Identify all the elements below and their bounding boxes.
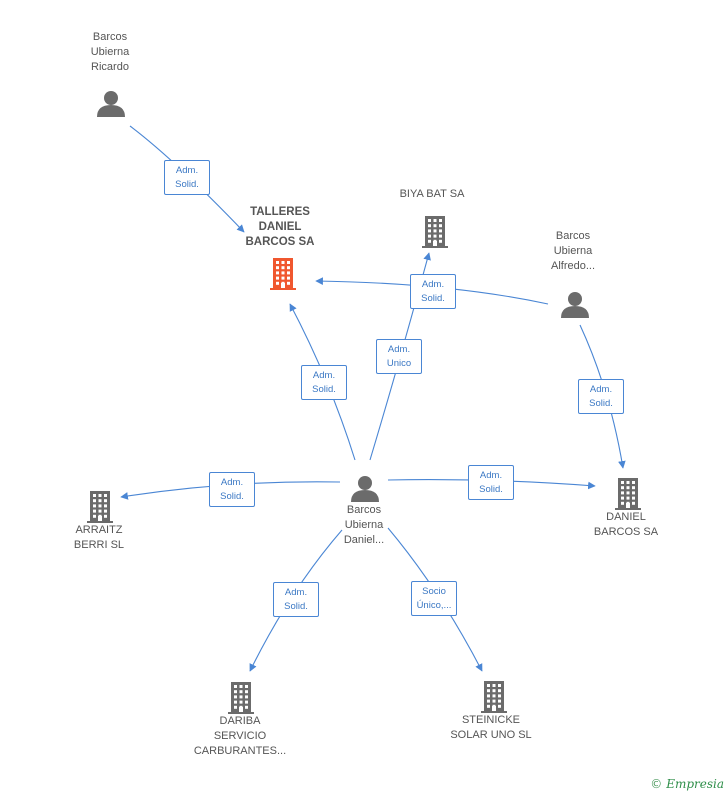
node-label-line: Barcos <box>346 504 382 516</box>
building-icon-talleres[interactable] <box>270 258 296 290</box>
relation-badge-text: Adm. <box>220 477 244 488</box>
relation-badge-e3[interactable]: Adm. Unico <box>376 339 422 374</box>
node-label-arraitz[interactable]: ARRAITZ BERRI SL <box>34 523 164 553</box>
node-label-line: CARBURANTES... <box>193 745 287 757</box>
person-icon-daniel-person[interactable] <box>351 476 379 502</box>
node-label-line: Ubierna <box>90 46 130 58</box>
node-label-line: TALLERES <box>250 206 310 218</box>
relation-badge-e2[interactable]: Adm. Solid. <box>410 274 456 309</box>
node-label-line: Ricardo <box>91 61 129 73</box>
node-label-line: DARIBA <box>219 715 261 727</box>
node-label-line: Ubierna <box>344 519 384 531</box>
node-label-talleres[interactable]: TALLERES DANIEL BARCOS SA <box>215 205 345 250</box>
relation-badge-text: Solid. <box>312 384 336 395</box>
relation-badge-text: Adm. <box>312 370 336 381</box>
node-icons <box>87 91 641 714</box>
node-label-steinicke[interactable]: STEINICKE SOLAR UNO SL <box>426 713 556 743</box>
building-icon-biya[interactable] <box>422 216 448 248</box>
relation-badge-text: Socio <box>422 586 446 597</box>
relation-badge-text: Adm. <box>284 587 308 598</box>
node-label-line: BIYA BAT SA <box>399 188 465 200</box>
brand-watermark: ©Empresia <box>650 777 724 791</box>
relation-badge-text: Solid. <box>284 601 308 612</box>
edge-lines <box>120 125 626 672</box>
relation-badge-e4[interactable]: Adm. Solid. <box>301 365 347 400</box>
person-icon-ricardo[interactable] <box>97 91 125 117</box>
relation-badge-e1[interactable]: Adm. Solid. <box>164 160 210 195</box>
node-label-line: Ubierna <box>553 245 593 257</box>
relation-badge-text: Adm. <box>479 470 503 481</box>
relation-badge-text: Único,... <box>416 600 452 611</box>
relation-badge-text: Unico <box>386 358 412 369</box>
relation-badge-text: Adm. <box>421 279 445 290</box>
building-icon-daniel-barcos[interactable] <box>615 478 641 510</box>
relation-badge-text: Adm. <box>589 384 613 395</box>
node-label-line: SOLAR UNO SL <box>450 729 532 741</box>
node-label-daniel-barcos[interactable]: DANIEL BARCOS SA <box>561 510 691 540</box>
node-label-line: Barcos <box>555 230 591 242</box>
node-label-line: Daniel... <box>343 534 385 546</box>
node-label-line: Alfredo... <box>550 260 596 272</box>
node-label-line: DANIEL <box>606 511 646 523</box>
building-icon-steinicke[interactable] <box>481 681 507 713</box>
copyright-symbol: © <box>650 777 663 791</box>
node-label-line: ARRAITZ <box>75 524 123 536</box>
relation-badge-e7[interactable]: Adm. Solid. <box>468 465 514 500</box>
relation-badge-text: Adm. <box>387 344 411 355</box>
node-label-line: BERRI SL <box>73 539 125 551</box>
node-label-line: Barcos <box>92 31 128 43</box>
node-label-line: DANIEL <box>258 221 302 233</box>
relation-badge-text: Solid. <box>220 491 244 502</box>
relation-badge-e8[interactable]: Adm. Solid. <box>273 582 319 617</box>
relation-badge-text: Solid. <box>479 484 503 495</box>
node-label-line: BARCOS SA <box>245 236 315 248</box>
relation-badge-e5[interactable]: Adm. Solid. <box>578 379 624 414</box>
relation-badge-text: Adm. <box>175 165 199 176</box>
relation-badge-text: Solid. <box>175 179 199 190</box>
node-label-dariba[interactable]: DARIBA SERVICIO CARBURANTES... <box>175 714 305 759</box>
node-label-line: SERVICIO <box>213 730 267 742</box>
building-icon-dariba[interactable] <box>228 682 254 714</box>
relation-badge-text: Solid. <box>589 398 613 409</box>
relation-badge-text: Solid. <box>421 293 445 304</box>
brand-name: Empresia <box>666 777 724 791</box>
node-label-line: STEINICKE <box>461 714 521 726</box>
node-label-line: BARCOS SA <box>593 526 659 538</box>
relation-badge-e6[interactable]: Adm. Solid. <box>209 472 255 507</box>
person-icon-alfredo[interactable] <box>561 292 589 318</box>
building-icon-arraitz[interactable] <box>87 491 113 523</box>
node-label-biya[interactable]: BIYA BAT SA <box>367 187 497 202</box>
